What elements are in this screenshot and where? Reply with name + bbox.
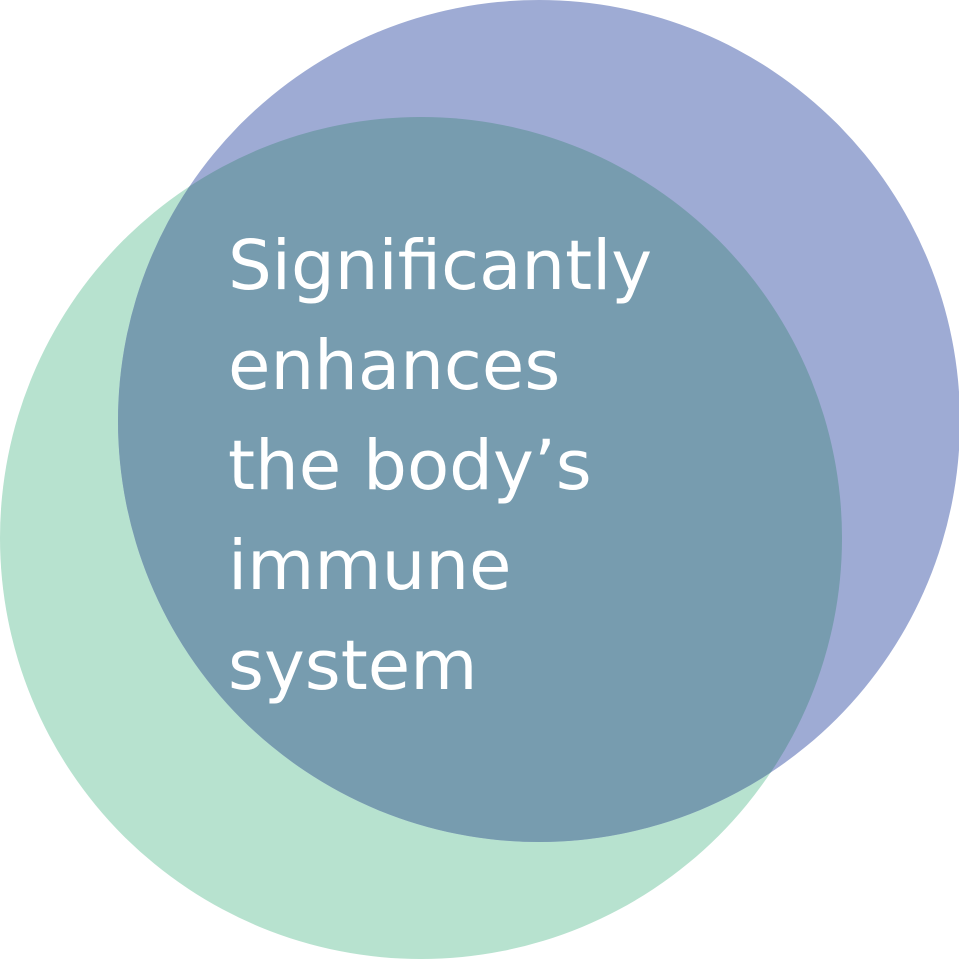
caption-line: system [228, 626, 478, 706]
caption-line: Significantly [228, 226, 653, 306]
caption-text: Significantly enhances the body’s immune… [228, 216, 788, 716]
caption-line: enhances [228, 326, 561, 406]
caption-line: immune [228, 526, 512, 606]
caption-line: the body’s [228, 426, 592, 506]
